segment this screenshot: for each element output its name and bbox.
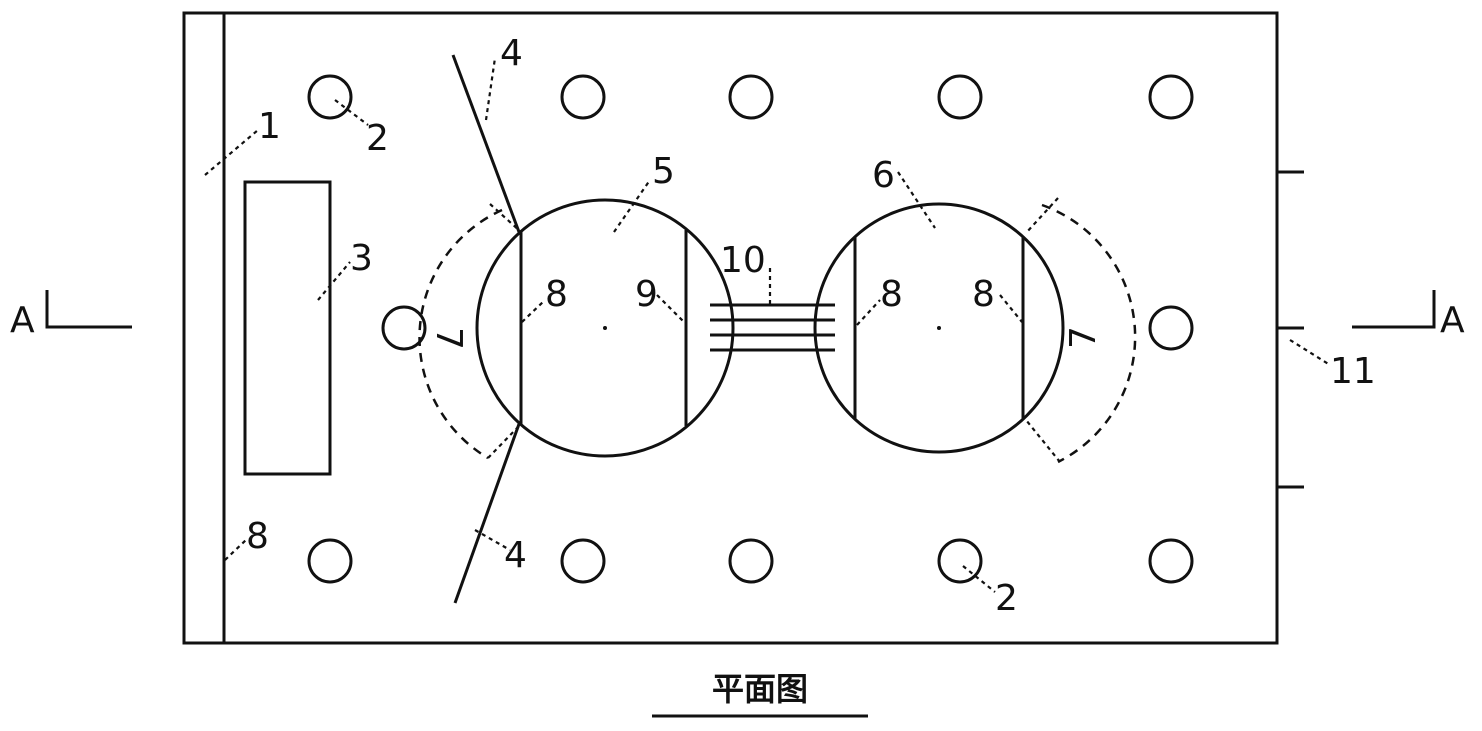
column-circle (728, 538, 774, 584)
callout-4-top: 4 (500, 33, 523, 74)
column-circle (1148, 538, 1194, 584)
callout-7-right: 7 (1063, 326, 1104, 349)
equipment-rectangle (243, 180, 332, 476)
slanted-line-4-bottom (453, 423, 521, 604)
callout-9: 9 (635, 274, 658, 315)
callout-2-top: 2 (366, 118, 389, 159)
column-circle (1148, 305, 1194, 351)
column-circle (937, 74, 983, 120)
callout-7-left: 7 (428, 327, 469, 350)
column-circle (307, 74, 353, 120)
column-circle (381, 305, 427, 351)
caption: 平面图 (712, 670, 808, 708)
center-dot-5 (603, 326, 607, 330)
center-dot-6 (937, 326, 941, 330)
dashed-arc-7-left (418, 208, 503, 460)
callout-5: 5 (652, 151, 675, 192)
column-circle (937, 538, 983, 584)
column-circle (560, 538, 606, 584)
connecting-pipes (710, 303, 835, 352)
column-circle (560, 74, 606, 120)
callout-2-bottom: 2 (995, 578, 1018, 619)
column-circle (728, 74, 774, 120)
callout-8-right-chamber-right: 8 (972, 274, 995, 315)
callout-8-left-chamber: 8 (545, 274, 568, 315)
section-label-left: A (10, 300, 35, 341)
callout-11: 11 (1330, 351, 1376, 392)
section-label-right: A (1440, 300, 1465, 341)
section-marker-right (1352, 290, 1436, 329)
section-marker-left (45, 290, 132, 329)
chamber-circle-6 (813, 202, 1065, 454)
callout-10: 10 (720, 240, 766, 281)
column-circle (1148, 74, 1194, 120)
leader-lines (204, 57, 1331, 593)
chamber-circle-5 (475, 198, 735, 458)
dashed-arc-7-right (1041, 203, 1137, 464)
callout-4-bottom: 4 (504, 535, 527, 576)
column-circle (307, 538, 353, 584)
callout-8-right-chamber-left: 8 (880, 274, 903, 315)
callout-6: 6 (872, 155, 895, 196)
callout-3: 3 (350, 238, 373, 279)
callout-8-bottom-left: 8 (246, 516, 269, 557)
slanted-line-4-top (451, 54, 521, 233)
column-circles (307, 74, 1194, 584)
callout-1: 1 (258, 106, 281, 147)
